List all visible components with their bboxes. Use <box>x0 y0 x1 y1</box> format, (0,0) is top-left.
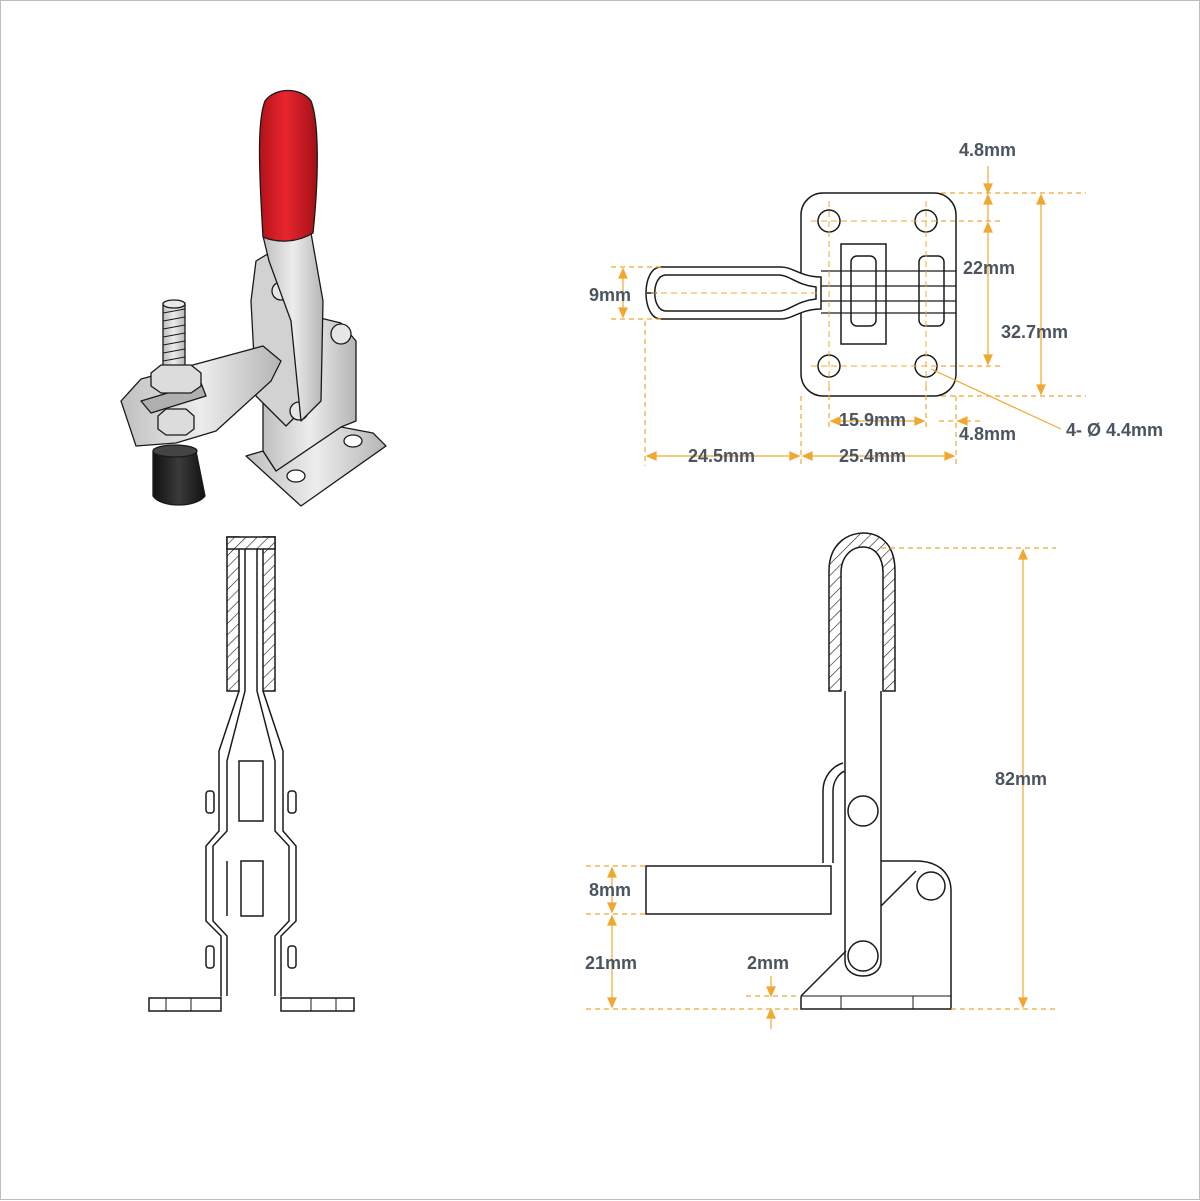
top-handle-bar <box>821 270 956 314</box>
iso-pivot-pin <box>330 323 352 345</box>
front-base-web <box>165 996 337 1011</box>
dim-hole-pitch-vertical: 22mm <box>963 258 1015 278</box>
iso-handle-shaft <box>262 232 324 422</box>
iso-mount-hole <box>286 469 306 483</box>
dim-handle-reach: 24.5mm <box>688 446 755 466</box>
iso-nut <box>157 408 195 436</box>
dim-bar-thickness: 8mm <box>589 880 631 900</box>
iso-bolt-end <box>162 299 186 309</box>
side-body-pin <box>916 871 946 901</box>
dim-top-margin: 4.8mm <box>959 140 1016 160</box>
top-handle-inner <box>654 274 817 312</box>
side-link <box>822 762 846 863</box>
top-slot <box>918 255 945 327</box>
front-linkage <box>205 690 297 996</box>
dim-handle-width: 9mm <box>589 285 631 305</box>
front-base-flange <box>148 997 355 1012</box>
side-pivot-pin <box>847 940 879 972</box>
dim-base-plate-thickness: 2mm <box>747 953 789 973</box>
side-grip <box>828 532 896 692</box>
front-grip-top <box>226 536 276 550</box>
front-pin <box>287 945 297 969</box>
dimension-labels: 4.8mm 22mm 32.7mm 9mm 15.9mm 4.8mm 4- Ø … <box>585 140 1163 973</box>
iso-mount-hole <box>343 434 363 448</box>
dim-base-height: 32.7mm <box>1001 322 1068 342</box>
iso-rubber-tip-top <box>152 444 198 458</box>
iso-handle-grip <box>258 89 318 242</box>
front-grip-left <box>226 536 240 692</box>
dim-base-width: 25.4mm <box>839 446 906 466</box>
side-pivot-pin <box>847 795 879 827</box>
front-shaft <box>244 549 258 691</box>
iso-rubber-tip <box>152 450 206 506</box>
side-view <box>645 532 952 1010</box>
dim-bar-height: 21mm <box>585 953 637 973</box>
front-pin <box>205 945 215 969</box>
iso-bolt-thread <box>162 308 186 362</box>
front-grip-right <box>262 536 276 692</box>
dim-side-margin: 4.8mm <box>959 424 1016 444</box>
front-view <box>148 536 355 1012</box>
side-clamp-bar <box>645 865 832 915</box>
isometric-product-view <box>120 89 387 507</box>
top-body-block <box>840 243 887 345</box>
top-view-centerlines <box>651 201 946 386</box>
dim-hole-pitch-horizontal: 15.9mm <box>839 410 906 430</box>
iso-nut <box>150 364 202 394</box>
side-handle-shaft <box>844 691 882 977</box>
front-pin <box>205 790 215 814</box>
side-body <box>800 860 952 1010</box>
dim-hole-spec: 4- Ø 4.4mm <box>1066 420 1163 440</box>
top-view <box>645 192 957 397</box>
dimension-lines <box>586 166 1086 1029</box>
front-pin <box>287 790 297 814</box>
front-center-link <box>226 760 264 917</box>
top-slot <box>850 255 877 327</box>
dim-overall-height: 82mm <box>995 769 1047 789</box>
